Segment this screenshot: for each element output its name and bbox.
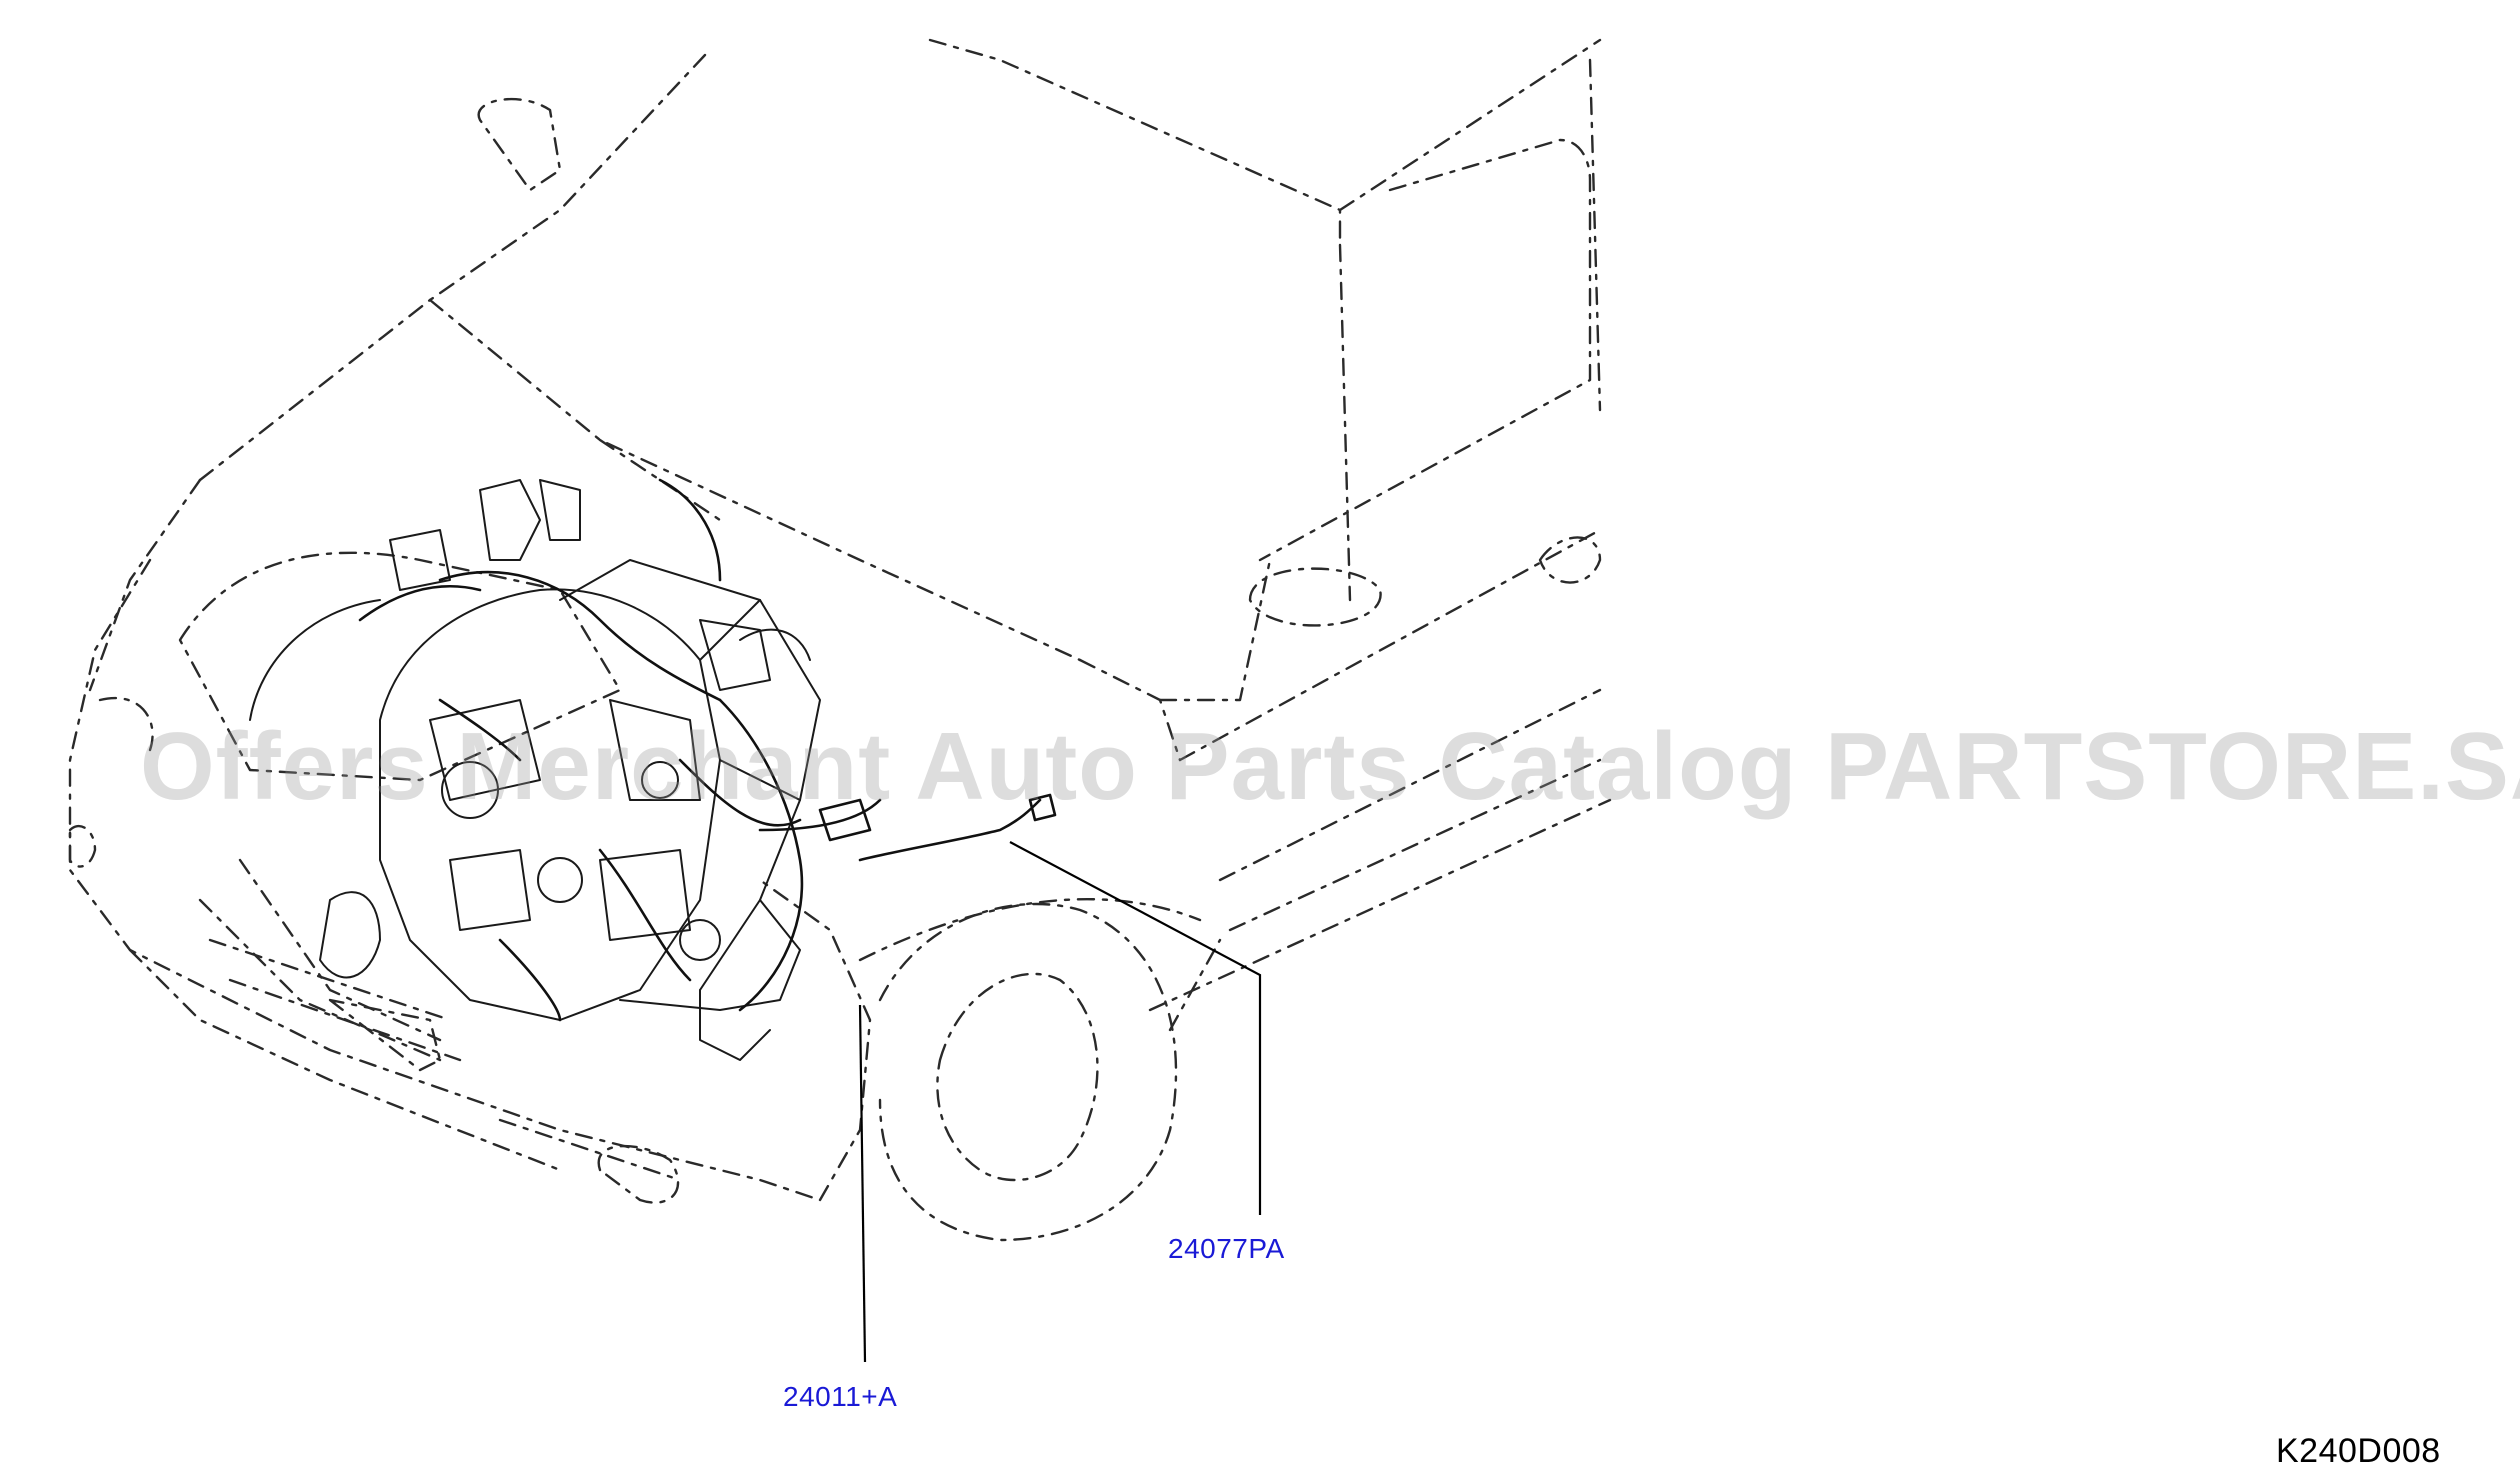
wiring-harness [358,478,1057,1022]
diagram-code: K240D008 [2276,1432,2441,1470]
vehicle-body-outline [68,38,1612,1242]
leader-24077pa [1009,841,1262,1215]
leader-24011-a [858,1004,867,1363]
engine-assembly [249,479,821,1061]
part-callout-24011-a[interactable]: 24011+A [783,1381,898,1412]
callout-leaders [858,841,1262,1363]
part-callout-24077pa[interactable]: 24077PA [1168,1233,1285,1264]
